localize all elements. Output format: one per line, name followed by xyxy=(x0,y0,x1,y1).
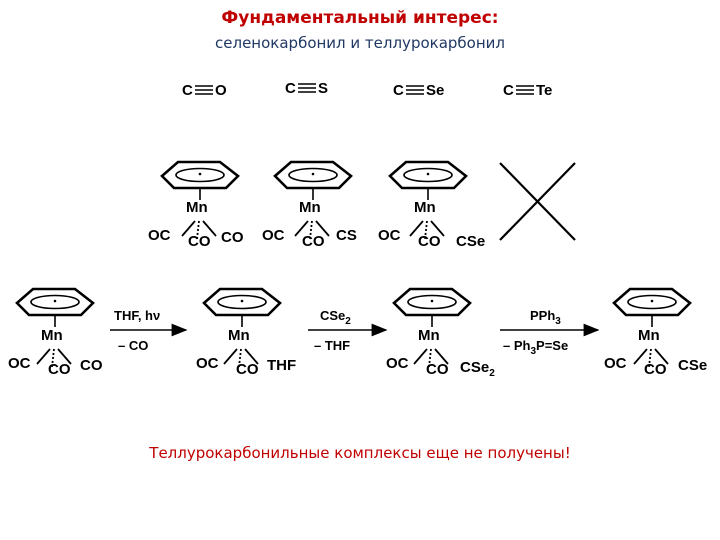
mn-label: Mn xyxy=(299,199,321,216)
complex-thiocarbonyl: Mn OC CO CS xyxy=(262,160,357,250)
reaction-arrow-3: PPh3 – Ph3P=Se xyxy=(500,308,600,357)
co-label-2: CO xyxy=(221,229,244,246)
co-label-2: CO xyxy=(80,357,103,374)
oc-label: OC xyxy=(8,355,31,372)
ligand-cte-te: Te xyxy=(536,82,552,99)
step2-byproduct: – THF xyxy=(314,338,350,353)
step3-byproduct-sub: 3 xyxy=(530,346,536,357)
co-label: CO xyxy=(48,361,71,378)
ligand-cs-s: S xyxy=(318,80,328,97)
reaction-arrow-2: CSe2 – THF xyxy=(308,308,388,353)
reaction-arrow-1: THF, hν – CO xyxy=(110,308,188,353)
step2-reagent-sub: 2 xyxy=(345,316,351,327)
step3-byproduct: – Ph3P=Se xyxy=(503,338,568,357)
co-label: CO xyxy=(302,233,325,250)
ligand-cse: C Se xyxy=(393,82,444,99)
oc-label: OC xyxy=(386,355,409,372)
ligand-co: C O xyxy=(182,82,227,99)
cse2-label: CSe2 xyxy=(460,359,495,379)
intermediate-cse2-complex: Mn OC CO CSe2 xyxy=(386,287,495,379)
unknown-cross-icon xyxy=(499,162,576,241)
mn-label: Mn xyxy=(41,327,63,344)
complex-selenocarbonyl: Mn OC CO CSe xyxy=(378,160,485,250)
ligand-cse-se: Se xyxy=(426,82,444,99)
co-label: CO xyxy=(188,233,211,250)
step1-byproduct: – CO xyxy=(118,338,148,353)
step3-reagent: PPh3 xyxy=(530,308,561,327)
mn-label: Mn xyxy=(228,327,250,344)
cse-label: CSe xyxy=(678,357,707,374)
ligand-cte: C Te xyxy=(503,82,552,99)
step3-reagent-sub: 3 xyxy=(555,316,561,327)
page-subtitle: селенокарбонил и теллурокарбонил xyxy=(215,34,505,52)
co-label: CO xyxy=(418,233,441,250)
oc-label: OC xyxy=(262,227,285,244)
step1-reagent: THF, hν xyxy=(114,308,160,323)
oc-label: OC xyxy=(148,227,171,244)
oc-label: OC xyxy=(196,355,219,372)
product-selenocarbonyl: Mn OC CO CSe xyxy=(604,287,707,378)
mn-label: Mn xyxy=(638,327,660,344)
thf-label: THF xyxy=(267,357,296,374)
footer-note: Теллурокарбонильные комплексы еще не пол… xyxy=(149,444,571,462)
cse2-label-main: CSe xyxy=(460,359,489,376)
ligand-co-o: O xyxy=(215,82,227,99)
mn-label: Mn xyxy=(414,199,436,216)
step2-reagent-main: CSe xyxy=(320,308,345,323)
ligand-cte-c: C xyxy=(503,82,514,99)
mn-label: Mn xyxy=(186,199,208,216)
ligand-cs: C S xyxy=(285,80,328,97)
cse-label: CSe xyxy=(456,233,485,250)
mn-label: Mn xyxy=(418,327,440,344)
co-label: CO xyxy=(644,361,667,378)
step3-reagent-main: PPh xyxy=(530,308,555,323)
ligand-cs-c: C xyxy=(285,80,296,97)
reactant-tricarbonyl: Mn OC CO CO xyxy=(8,287,103,378)
page-title: Фундаментальный интерес: xyxy=(221,8,499,28)
step2-reagent: CSe2 xyxy=(320,308,351,327)
cs-label: CS xyxy=(336,227,357,244)
ligand-cse-c: C xyxy=(393,82,404,99)
step3-byproduct-b: P=Se xyxy=(536,338,568,353)
ligand-co-c: C xyxy=(182,82,193,99)
oc-label: OC xyxy=(378,227,401,244)
co-label: CO xyxy=(426,361,449,378)
oc-label: OC xyxy=(604,355,627,372)
cse2-label-sub: 2 xyxy=(489,368,495,379)
co-label: CO xyxy=(236,361,259,378)
intermediate-thf-complex: Mn OC CO THF xyxy=(196,287,296,378)
complex-tricarbonyl: Mn OC CO CO xyxy=(148,160,244,250)
step3-byproduct-a: – Ph xyxy=(503,338,531,353)
